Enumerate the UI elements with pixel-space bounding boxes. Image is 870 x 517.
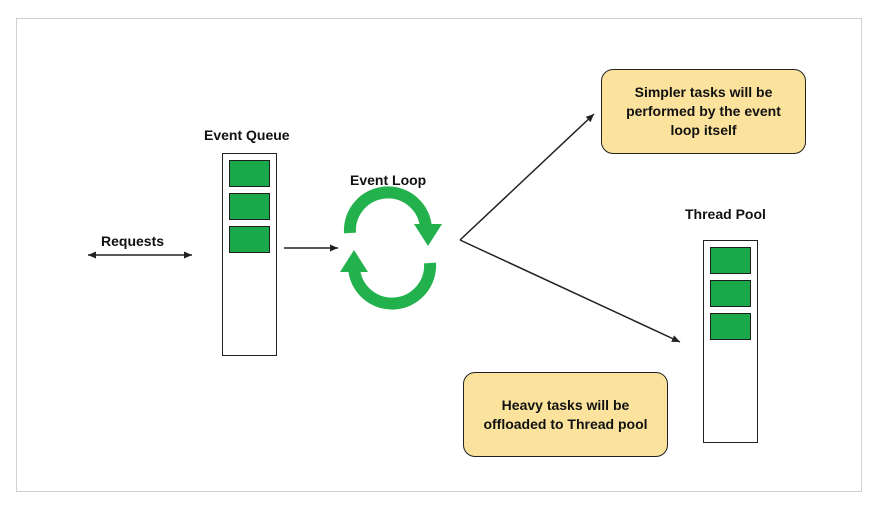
simple-tasks-text: Simpler tasks will be performed by the e… [626,84,781,138]
event-queue-column [222,153,277,356]
event-loop-label: Event Loop [350,172,427,188]
event-queue-label: Event Queue [204,127,290,143]
thread-pool-item [710,247,751,274]
heavy-tasks-note: Heavy tasks will be offloaded to Thread … [463,372,668,457]
event-queue-item [229,160,270,187]
heavy-tasks-text: Heavy tasks will be offloaded to Thread … [483,396,648,432]
thread-pool-label: Thread Pool [685,206,766,222]
thread-pool-item [710,313,751,340]
simple-tasks-note: Simpler tasks will be performed by the e… [601,69,806,154]
requests-label: Requests [101,233,165,249]
event-queue-item [229,193,270,220]
thread-pool-item [710,280,751,307]
event-queue-item [229,226,270,253]
thread-pool-column [703,240,758,443]
